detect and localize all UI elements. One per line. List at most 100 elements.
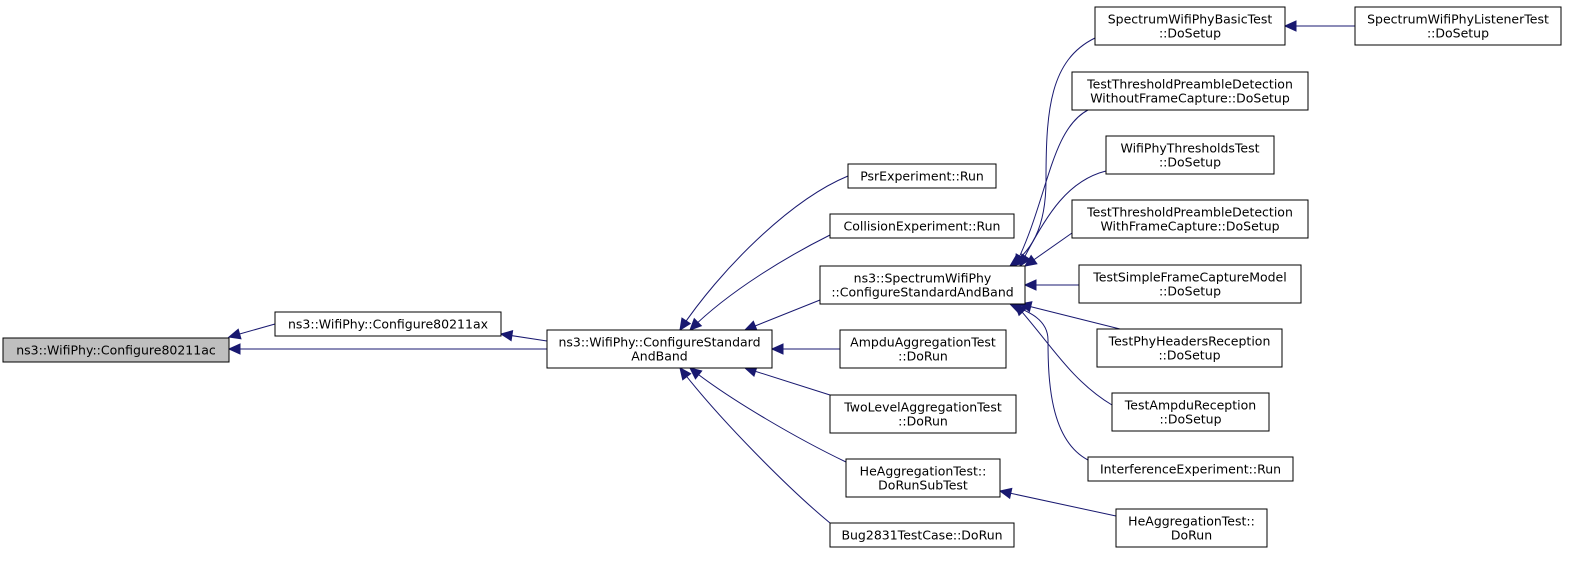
edge-line bbox=[1014, 303, 1113, 406]
node-label-line: TwoLevelAggregationTest bbox=[843, 400, 1002, 415]
arrowhead-icon bbox=[1283, 20, 1297, 32]
node-box bbox=[2, 337, 230, 363]
call-edge-threshold-preamble-without-capture-to-spectrum-configure-standard-and-band bbox=[1014, 109, 1089, 268]
call-edge-threshold-preamble-with-capture-to-spectrum-configure-standard-and-band bbox=[1024, 232, 1073, 267]
node-label-line: WithFrameCapture::DoSetup bbox=[1100, 219, 1279, 234]
edge-line bbox=[1009, 37, 1096, 267]
node-label-line: ::DoSetup bbox=[1159, 155, 1221, 170]
function-node-wifi-phy-thresholds-test[interactable]: WifiPhyThresholdsTest::DoSetup bbox=[1105, 135, 1275, 175]
node-label-line: ::ConfigureStandardAndBand bbox=[831, 285, 1013, 300]
arrowhead-icon bbox=[227, 343, 241, 355]
edge-line bbox=[1019, 170, 1107, 267]
edge-line bbox=[679, 175, 849, 331]
function-node-threshold-preamble-with-capture[interactable]: TestThresholdPreambleDetectionWithFrameC… bbox=[1071, 199, 1309, 239]
function-node-simple-frame-capture-model[interactable]: TestSimpleFrameCaptureModel::DoSetup bbox=[1078, 264, 1302, 304]
node-label-line: ns3::WifiPhy::Configure80211ax bbox=[288, 317, 488, 332]
node-label-line: TestAmpduReception bbox=[1124, 398, 1256, 413]
node-label-line: WifiPhyThresholdsTest bbox=[1120, 141, 1259, 156]
edge-line bbox=[1009, 303, 1089, 461]
node-label-line: ::DoRun bbox=[898, 414, 948, 429]
call-edge-spectrum-configure-standard-and-band-to-configure-standard-and-band bbox=[743, 299, 821, 332]
edge-line bbox=[999, 490, 1117, 517]
node-box bbox=[829, 394, 1017, 434]
node-label-line: HeAggregationTest:: bbox=[1128, 514, 1255, 529]
node-box bbox=[546, 329, 773, 369]
node-box bbox=[839, 329, 1007, 369]
node-label-line: ::DoSetup bbox=[1427, 26, 1489, 41]
node-box bbox=[1111, 392, 1270, 432]
function-node-ampdu-reception[interactable]: TestAmpduReception::DoSetup bbox=[1111, 392, 1270, 432]
arrowhead-icon bbox=[689, 317, 703, 331]
function-node-spectrum-listener-test[interactable]: SpectrumWifiPhyListenerTest::DoSetup bbox=[1354, 6, 1562, 46]
function-node-he-aggregation-do-run[interactable]: HeAggregationTest::DoRun bbox=[1115, 508, 1268, 548]
function-node-collision-experiment-run[interactable]: CollisionExperiment::Run bbox=[829, 213, 1015, 239]
node-label-line: AmpduAggregationTest bbox=[850, 335, 996, 350]
node-label-line: SpectrumWifiPhyBasicTest bbox=[1108, 12, 1273, 27]
node-box bbox=[1078, 264, 1302, 304]
function-node-psr-experiment-run[interactable]: PsrExperiment::Run bbox=[847, 163, 997, 189]
node-label-line: PsrExperiment::Run bbox=[860, 169, 984, 184]
function-node-configure-standard-and-band[interactable]: ns3::WifiPhy::ConfigureStandardAndBand bbox=[546, 329, 773, 369]
edge-line bbox=[689, 234, 831, 331]
call-edge-configure-standard-and-band-to-configure80211ax bbox=[499, 330, 548, 342]
arrowhead-icon bbox=[1014, 253, 1026, 268]
node-label-line: ::DoSetup bbox=[1159, 284, 1221, 299]
node-box bbox=[819, 265, 1026, 305]
call-edge-configure80211ax-to-configure80211ac bbox=[227, 323, 276, 340]
edge-line bbox=[1019, 303, 1121, 330]
arrowhead-icon bbox=[689, 367, 703, 380]
function-node-interference-experiment[interactable]: InterferenceExperiment::Run bbox=[1087, 456, 1294, 482]
edge-line bbox=[744, 299, 821, 331]
node-label-line: TestThresholdPreambleDetection bbox=[1086, 77, 1293, 92]
arrowhead-icon bbox=[499, 330, 514, 342]
node-box bbox=[845, 458, 1001, 498]
function-node-phy-headers-reception[interactable]: TestPhyHeadersReception::DoSetup bbox=[1096, 328, 1283, 368]
call-edge-collision-experiment-run-to-configure-standard-and-band bbox=[689, 234, 831, 331]
node-box bbox=[274, 311, 502, 337]
node-box bbox=[1071, 71, 1309, 111]
function-node-configure80211ax[interactable]: ns3::WifiPhy::Configure80211ax bbox=[274, 311, 502, 337]
node-box bbox=[1096, 328, 1283, 368]
node-label-line: TestSimpleFrameCaptureModel bbox=[1092, 270, 1286, 285]
call-edge-interference-experiment-to-spectrum-configure-standard-and-band bbox=[1008, 302, 1089, 461]
call-edge-ampdu-aggregation-test-to-configure-standard-and-band bbox=[770, 343, 840, 355]
node-label-line: ::DoSetup bbox=[1159, 26, 1221, 41]
node-box bbox=[1094, 6, 1286, 46]
edge-line bbox=[679, 367, 831, 524]
function-node-spectrum-configure-standard-and-band[interactable]: ns3::SpectrumWifiPhy::ConfigureStandardA… bbox=[819, 265, 1026, 305]
call-edge-psr-experiment-run-to-configure-standard-and-band bbox=[679, 175, 849, 332]
function-node-ampdu-aggregation-test[interactable]: AmpduAggregationTest::DoRun bbox=[839, 329, 1007, 369]
arrowhead-icon bbox=[998, 487, 1013, 500]
function-node-two-level-aggregation-test[interactable]: TwoLevelAggregationTest::DoRun bbox=[829, 394, 1017, 434]
call-edge-spectrum-listener-test-to-spectrum-basic-test bbox=[1283, 20, 1355, 32]
call-edge-simple-frame-capture-model-to-spectrum-configure-standard-and-band bbox=[1023, 279, 1079, 291]
function-node-he-aggregation-do-run-sub-test[interactable]: HeAggregationTest::DoRunSubTest bbox=[845, 458, 1001, 498]
node-box bbox=[1105, 135, 1275, 175]
function-node-threshold-preamble-without-capture[interactable]: TestThresholdPreambleDetectionWithoutFra… bbox=[1071, 71, 1309, 111]
node-label-line: TestPhyHeadersReception bbox=[1108, 334, 1271, 349]
node-label-line: ::DoRun bbox=[898, 349, 948, 364]
arrowhead-icon bbox=[1024, 254, 1038, 267]
arrowhead-icon bbox=[1019, 253, 1032, 268]
node-box bbox=[829, 213, 1015, 239]
node-label-line: ns3::SpectrumWifiPhy bbox=[854, 271, 992, 286]
node-label-line: DoRunSubTest bbox=[878, 478, 968, 493]
function-node-spectrum-basic-test[interactable]: SpectrumWifiPhyBasicTest::DoSetup bbox=[1094, 6, 1286, 46]
arrowhead-icon bbox=[227, 328, 242, 340]
node-label-line: ::DoSetup bbox=[1158, 348, 1220, 363]
call-edge-two-level-aggregation-test-to-configure-standard-and-band bbox=[743, 365, 831, 396]
node-label-line: AndBand bbox=[631, 349, 688, 364]
arrowhead-icon bbox=[679, 367, 692, 381]
node-label-line: TestThresholdPreambleDetection bbox=[1086, 205, 1293, 220]
call-edge-configure-standard-and-band-to-configure80211ac bbox=[227, 343, 547, 355]
function-node-bug2831-test-case[interactable]: Bug2831TestCase::DoRun bbox=[829, 522, 1015, 548]
arrowhead-icon bbox=[679, 317, 692, 332]
call-edge-bug2831-test-case-to-configure-standard-and-band bbox=[679, 367, 831, 524]
function-node-configure80211ac[interactable]: ns3::WifiPhy::Configure80211ac bbox=[2, 337, 230, 363]
node-box bbox=[1071, 199, 1309, 239]
node-box bbox=[847, 163, 997, 189]
node-label-line: InterferenceExperiment::Run bbox=[1100, 462, 1281, 477]
node-box bbox=[1087, 456, 1294, 482]
node-box bbox=[1354, 6, 1562, 46]
